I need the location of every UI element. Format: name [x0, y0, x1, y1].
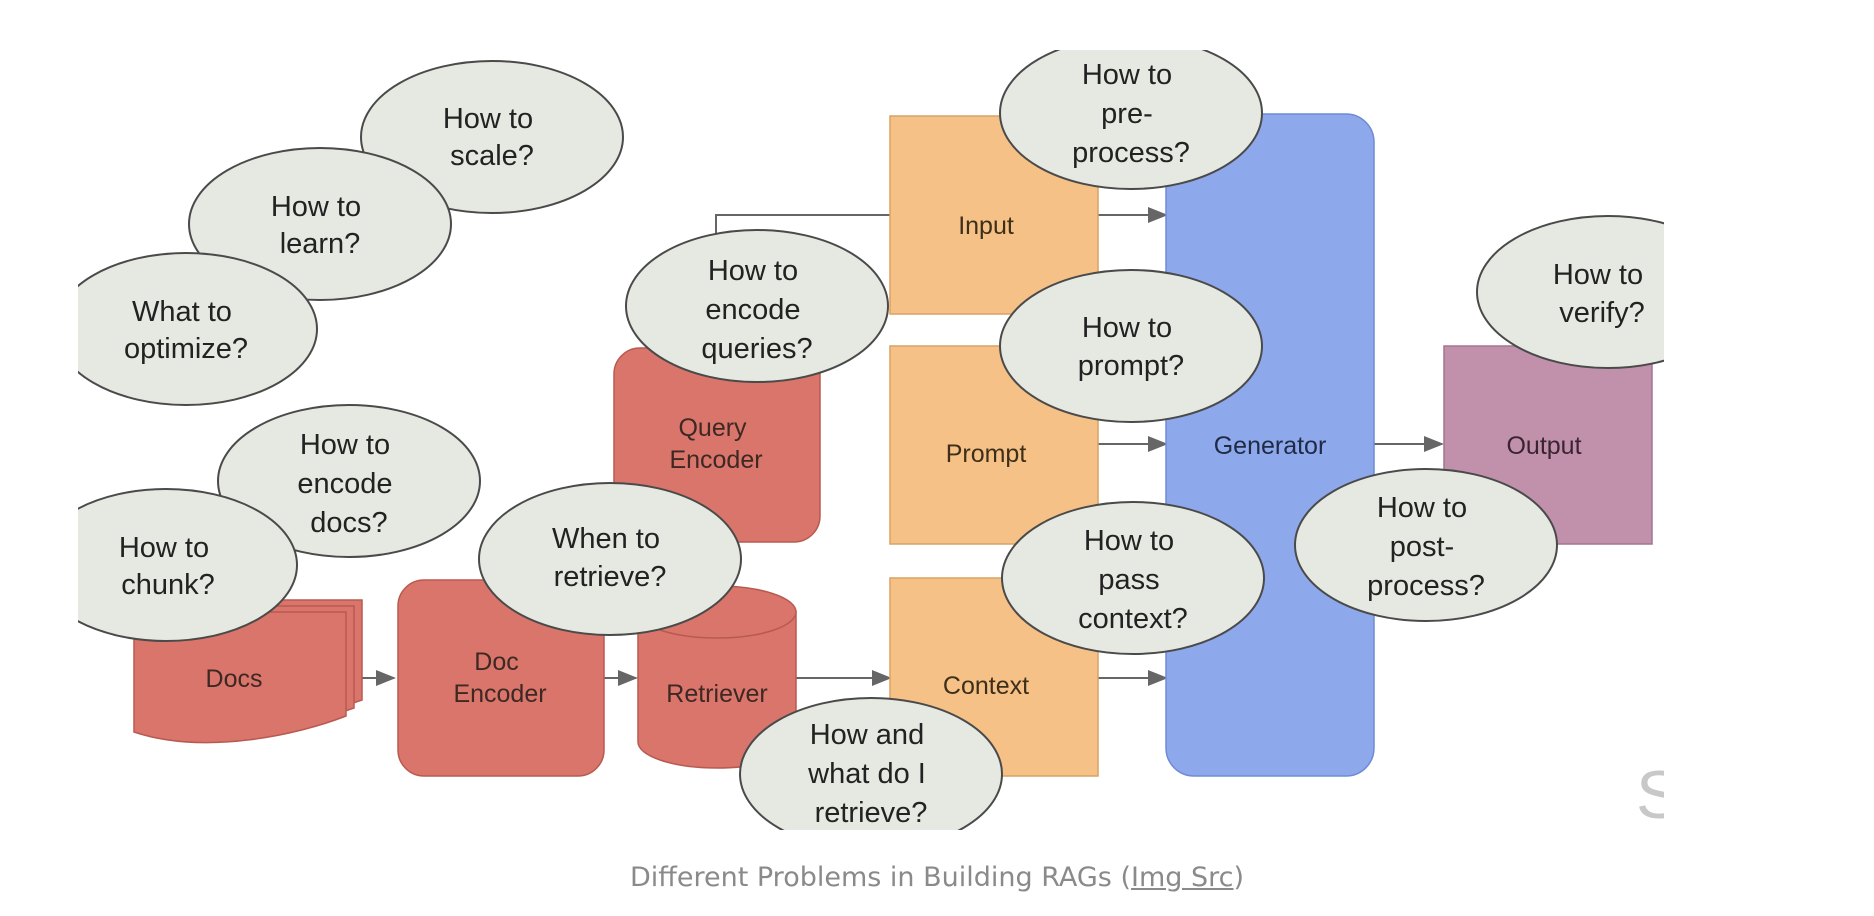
bubble-postprocess-shape [1294, 468, 1558, 622]
generator-node: Generator [1165, 113, 1375, 777]
bubble-what-to-optimize: What to optimize? [78, 252, 318, 406]
doc-encoder-label: Doc Encoder [453, 648, 546, 708]
bubble-scale-text: How to scale? [443, 103, 541, 172]
bubble-scale-shape [360, 60, 624, 214]
bubble-prompt-shape [999, 269, 1263, 423]
bubble-how-to-verify: How to verify? [1476, 215, 1664, 369]
output-label: Output [1506, 432, 1581, 460]
docs-sheet-front [133, 611, 347, 744]
doc-encoder-node: Doc Encoder [397, 579, 605, 777]
retriever-label: Retriever [666, 680, 767, 708]
bubble-preprocess-shape [999, 50, 1263, 190]
bubble-how-to-chunk: How to chunk? [78, 488, 298, 642]
input-label: Input [958, 212, 1014, 240]
bubble-how-to-learn: How to learn? [188, 147, 452, 301]
watermark-letter: S [1636, 757, 1681, 833]
bubble-what-retrieve-text: How and what do I retrieve? [807, 719, 934, 829]
figure-caption: Different Problems in Building RAGs (Img… [0, 862, 1874, 893]
bubble-how-to-postprocess: How to post- process? [1294, 468, 1558, 622]
bubble-when-retrieve-shape [478, 482, 742, 636]
bubble-encode-queries-shape [625, 229, 889, 383]
docs-label: Docs [206, 665, 263, 693]
caption-text: Different Problems in Building RAGs ( [629, 862, 1131, 893]
bubble-how-and-what-retrieve: How and what do I retrieve? [739, 697, 1003, 830]
docs-node: Docs [133, 599, 363, 744]
bubble-postprocess-text: How to post- process? [1367, 492, 1485, 602]
bubble-when-to-retrieve: When to retrieve? [478, 482, 742, 636]
bubble-prompt-text: How to prompt? [1078, 312, 1184, 382]
img-src-link[interactable]: Img Src [1131, 862, 1234, 893]
bubble-how-to-preprocess: How to pre- process? [999, 50, 1263, 190]
bubble-verify-text: How to verify? [1553, 259, 1651, 329]
bubble-pass-context-text: How to pass context? [1078, 525, 1188, 635]
bubble-when-retrieve-text: When to retrieve? [552, 523, 668, 593]
query-encoder-label: Query Encoder [669, 414, 762, 474]
bubble-encode-queries-text: How to encode queries? [701, 255, 812, 365]
bubble-how-to-encode-queries: How to encode queries? [625, 229, 889, 383]
generator-label: Generator [1214, 432, 1327, 460]
bubble-verify-shape [1476, 215, 1664, 369]
bubble-how-to-pass-context: How to pass context? [1001, 501, 1265, 655]
bubble-optimize-shape [78, 252, 318, 406]
bubble-encode-docs-shape [217, 404, 481, 558]
bubble-encode-docs-text: How to encode docs? [297, 429, 400, 539]
bubble-how-to-encode-docs: How to encode docs? [217, 404, 481, 558]
caption-suffix: ) [1233, 862, 1245, 893]
bubble-learn-text: How to learn? [271, 191, 369, 260]
context-label: Context [943, 672, 1029, 700]
prompt-label: Prompt [946, 440, 1027, 468]
bubble-optimize-text: What to optimize? [124, 296, 248, 365]
bubble-what-retrieve-shape [739, 697, 1003, 830]
bubble-learn-shape [188, 147, 452, 301]
bubble-how-to-scale: How to scale? [360, 60, 624, 214]
bubble-chunk-text: How to chunk? [119, 532, 217, 601]
bubble-preprocess-text: How to pre- process? [1072, 59, 1190, 169]
bubble-how-to-prompt: How to prompt? [999, 269, 1263, 423]
bubble-pass-context-shape [1001, 501, 1265, 655]
question-bubbles: How to scale? How to learn? What to opti… [78, 50, 1664, 830]
bubble-chunk-shape [78, 488, 298, 642]
